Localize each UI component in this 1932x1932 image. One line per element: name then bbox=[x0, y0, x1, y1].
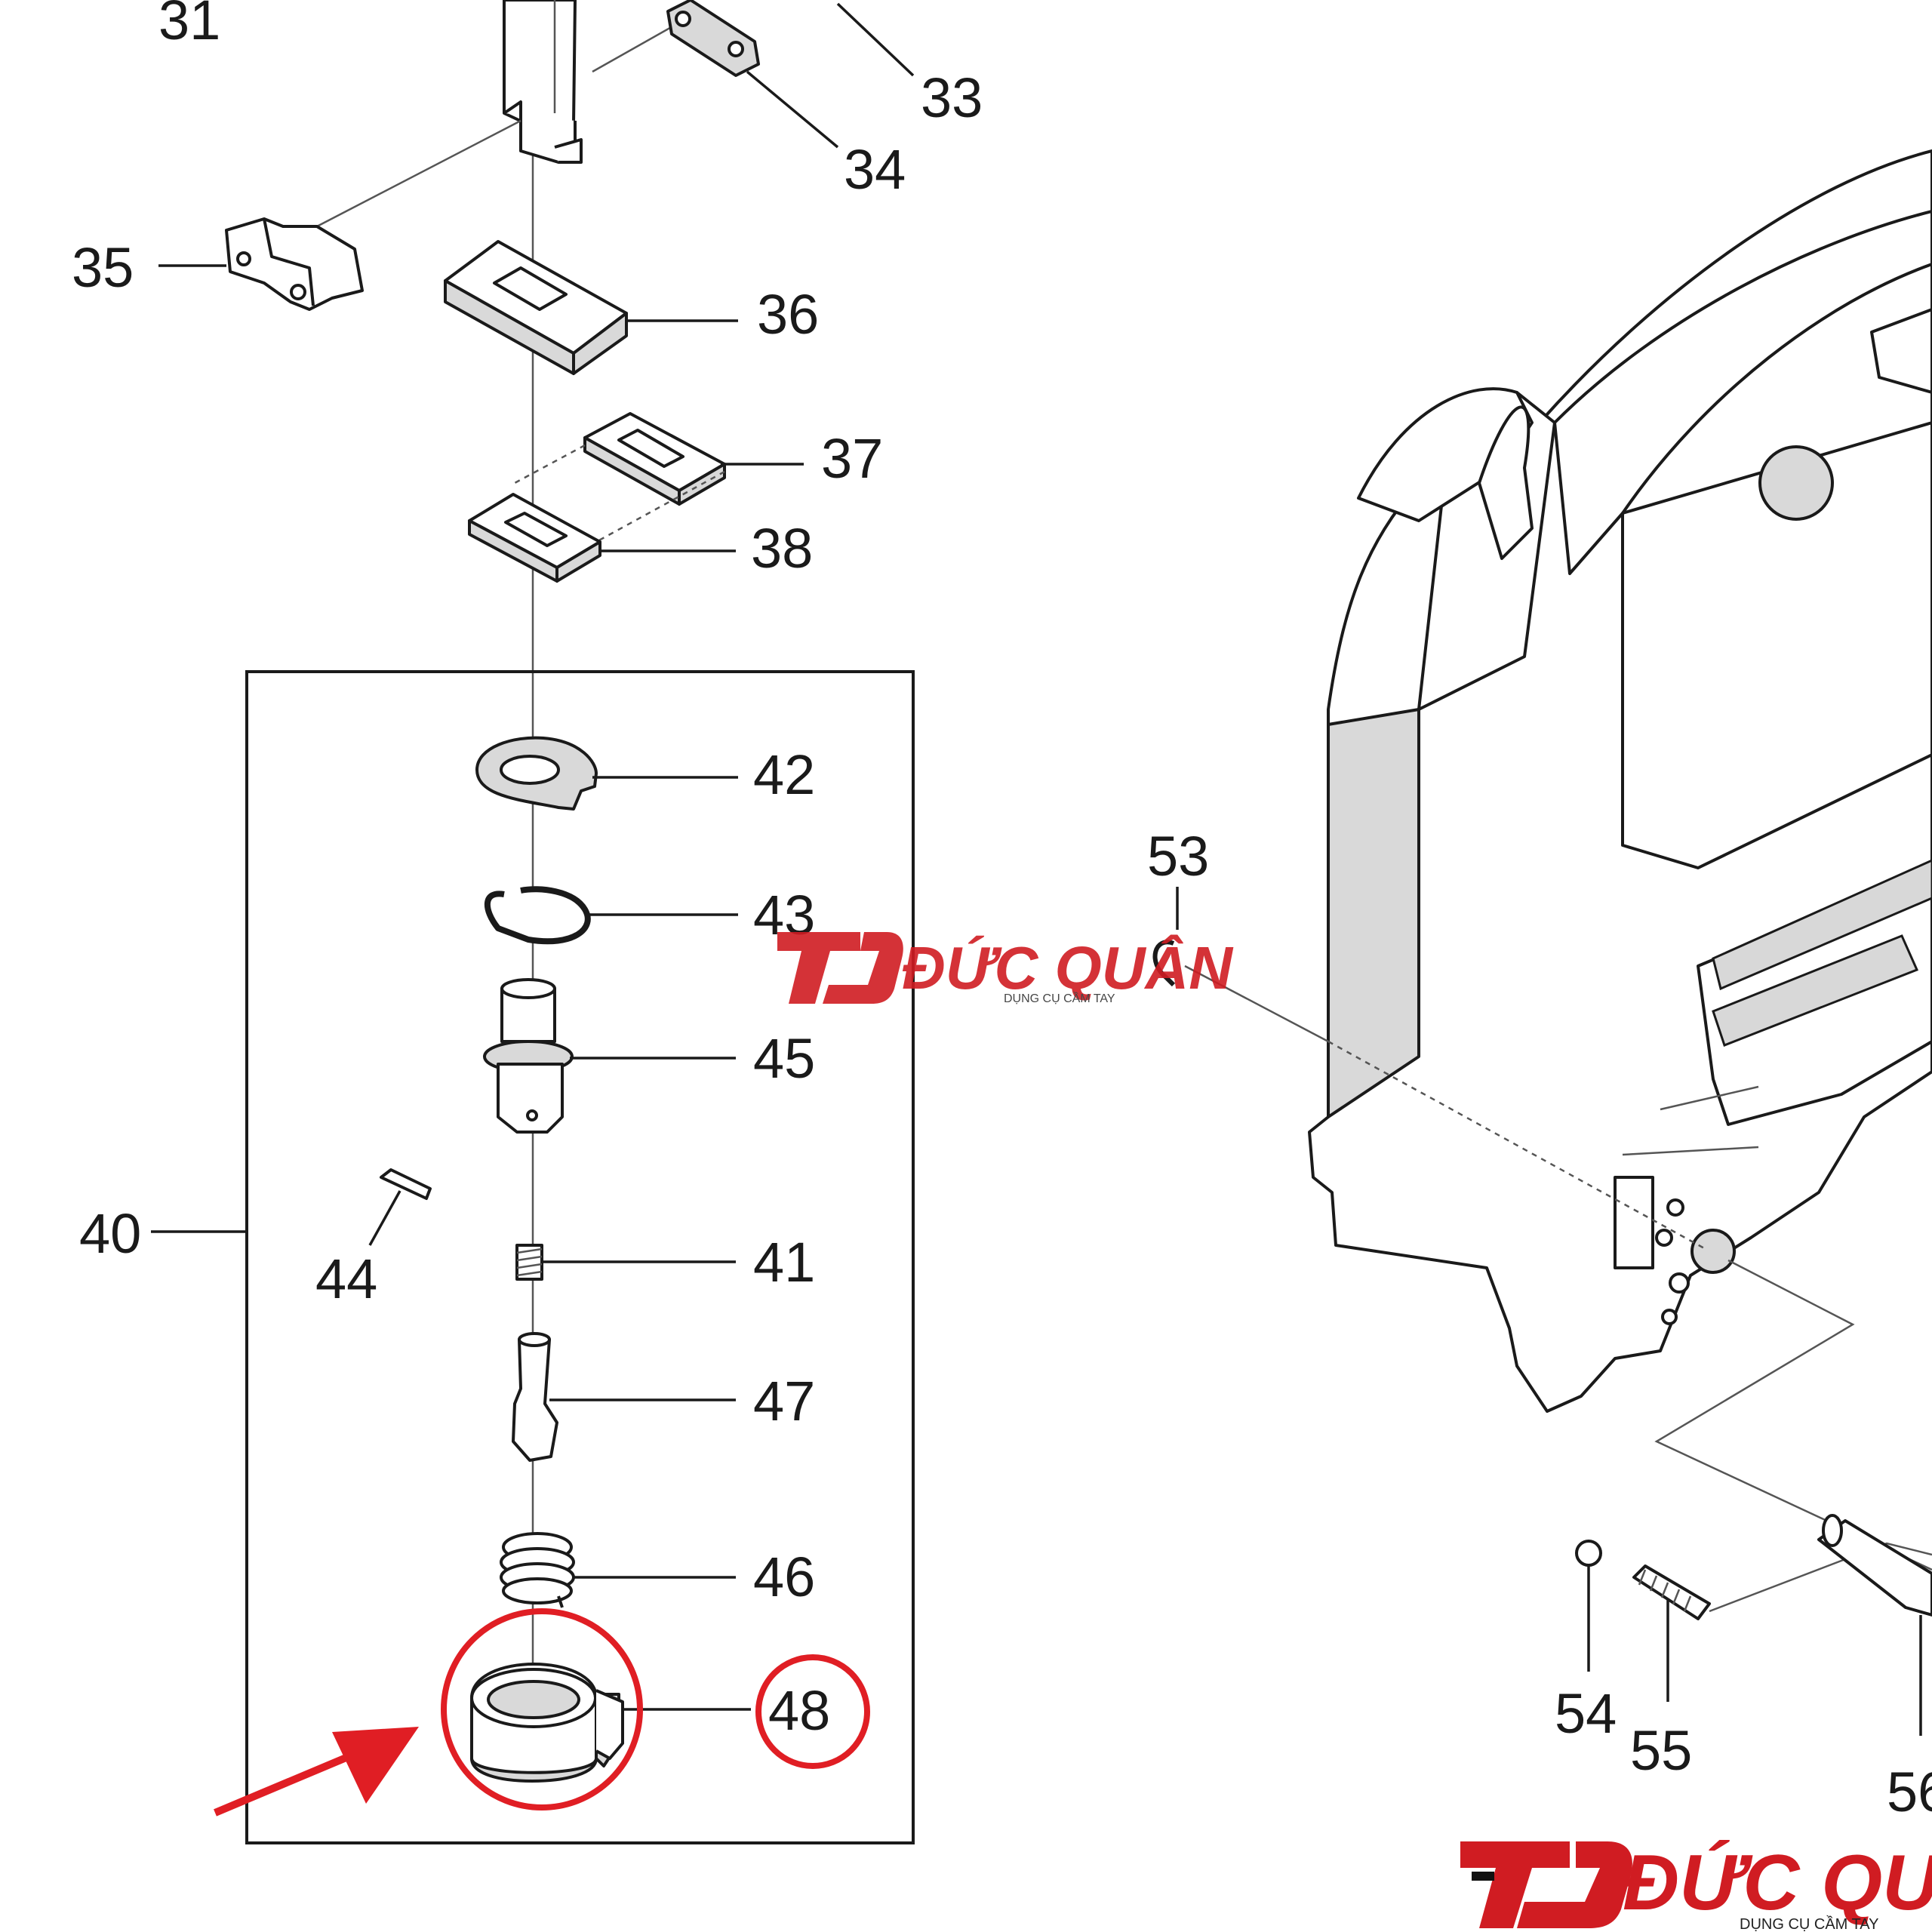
part-48-cap bbox=[470, 1663, 624, 1783]
part-42-washer bbox=[475, 736, 598, 811]
leader-31-34 bbox=[592, 21, 680, 73]
axis-55-line bbox=[1709, 1542, 1932, 1613]
assembly-40-box bbox=[245, 670, 915, 1844]
part-36-block bbox=[444, 240, 628, 375]
part-38-pad bbox=[468, 493, 601, 583]
red-arrow-icon bbox=[214, 1727, 419, 1817]
axis-lower-line bbox=[1654, 1259, 1932, 1571]
part-41-spring bbox=[515, 1244, 543, 1281]
makita-logo-icon bbox=[1712, 859, 1932, 1047]
watermark-brand: ĐỨC QUÂN bbox=[902, 934, 1234, 1001]
part-55-spring bbox=[1632, 1564, 1711, 1620]
part-54-ball bbox=[1575, 1540, 1602, 1567]
part-label-44: 44 bbox=[315, 1247, 377, 1310]
part-label-40: 40 bbox=[79, 1202, 141, 1265]
part-label-41: 41 bbox=[753, 1231, 815, 1294]
leader-44 bbox=[368, 1190, 401, 1246]
part-34-plate bbox=[666, 0, 760, 77]
drill-icon bbox=[1460, 1841, 1632, 1928]
part-46-torsion-spring bbox=[500, 1532, 575, 1608]
part-label-33: 33 bbox=[921, 66, 983, 129]
part-label-54: 54 bbox=[1555, 1682, 1617, 1745]
part-56-pin bbox=[1817, 1514, 1932, 1617]
part-37-pad bbox=[583, 412, 726, 506]
part-label-37: 37 bbox=[821, 427, 883, 490]
part-label-55: 55 bbox=[1630, 1719, 1692, 1782]
part-44-pin bbox=[380, 1168, 432, 1200]
part-label-34: 34 bbox=[844, 138, 906, 201]
watermark-corner: ĐỨC QUÂN DỤNG CỤ CẦM TAY bbox=[1460, 1839, 1932, 1932]
dash-37-38-right bbox=[595, 470, 725, 543]
axis-53-dash bbox=[1327, 1040, 1706, 1251]
part-label-35: 35 bbox=[72, 236, 134, 299]
part-label-48: 48 bbox=[768, 1679, 830, 1742]
part-label-46: 46 bbox=[753, 1546, 815, 1608]
highlight-circle-part bbox=[441, 1608, 643, 1810]
drill-icon bbox=[777, 932, 903, 1004]
part-label-53: 53 bbox=[1147, 825, 1209, 888]
part-label-47: 47 bbox=[753, 1370, 815, 1432]
highlight-circle-label bbox=[755, 1654, 870, 1769]
part-label-36: 36 bbox=[757, 283, 819, 346]
part-31-rod bbox=[503, 0, 583, 164]
tool-housing bbox=[1308, 149, 1932, 1413]
watermark-corner-tagline: DỤNG CỤ CẦM TAY bbox=[1740, 1915, 1878, 1932]
part-47-shaft bbox=[512, 1332, 558, 1462]
part-53-e-ring bbox=[1152, 940, 1176, 987]
leader-33 bbox=[836, 2, 915, 77]
part-43-snap-ring bbox=[485, 886, 591, 945]
part-label-42: 42 bbox=[753, 743, 815, 806]
watermark-corner-brand: ĐỨC QUÂN bbox=[1623, 1839, 1932, 1927]
part-label-56: 56 bbox=[1887, 1761, 1932, 1823]
part-label-45: 45 bbox=[753, 1027, 815, 1090]
part-35-clamp bbox=[225, 217, 364, 311]
axis-53-line bbox=[1184, 964, 1329, 1043]
leader-35-axis bbox=[316, 119, 521, 228]
part-label-38: 38 bbox=[751, 517, 813, 580]
part-label-31: 31 bbox=[158, 0, 220, 51]
leader-34 bbox=[746, 70, 839, 149]
dash-37-38-left bbox=[514, 444, 586, 485]
watermark-tagline: DỤNG CỤ CẦM TAY bbox=[1004, 991, 1115, 1005]
watermark-center: ĐỨC QUÂN DỤNG CỤ CẦM TAY bbox=[777, 932, 1234, 1005]
part-45-plunger bbox=[483, 978, 574, 1134]
